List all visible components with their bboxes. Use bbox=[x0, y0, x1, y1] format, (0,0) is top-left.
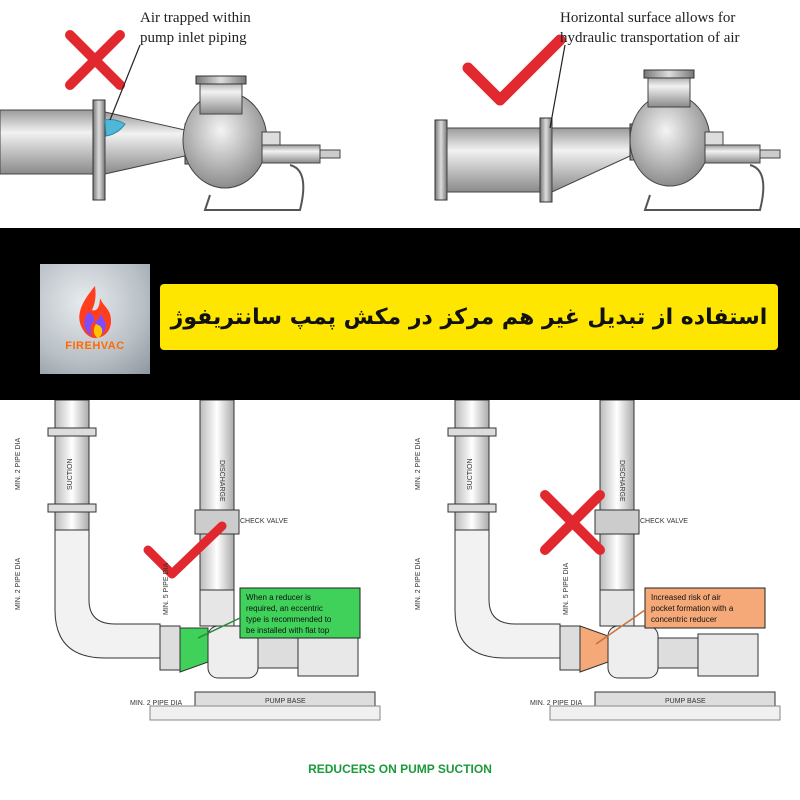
right-caption-line1: Horizontal surface allows for bbox=[560, 10, 735, 26]
pump-suction-drawings: SUCTION DISCHARGE CHECK VALVE MIN. 2 PIP… bbox=[15, 399, 781, 721]
check-valve-label: CHECK VALVE bbox=[240, 518, 288, 525]
suction-label: SUCTION bbox=[467, 459, 474, 491]
pump-inlet-illustration: Air trapped within pump inlet piping Hor… bbox=[0, 10, 781, 211]
min-2-pipe-dia-label: MIN. 2 PIPE DIA bbox=[15, 558, 22, 610]
title-box: استفاده از تبدیل غیر هم مرکز در مکش پمپ … bbox=[160, 284, 778, 350]
check-valve-label: CHECK VALVE bbox=[640, 518, 688, 525]
bottom-diagram-panel: SUCTION DISCHARGE CHECK VALVE MIN. 2 PIP… bbox=[0, 399, 800, 800]
flame-icon bbox=[79, 286, 112, 338]
min-5-pipe-dia-label: MIN. 5 PIPE DIA bbox=[563, 563, 570, 615]
svg-text:concentric reducer: concentric reducer bbox=[651, 615, 717, 624]
min-2-pipe-dia-label: MIN. 2 PIPE DIA bbox=[130, 700, 182, 707]
pump-base-label: PUMP BASE bbox=[265, 698, 306, 705]
right-eccentric-setup: Horizontal surface allows for hydraulic … bbox=[434, 10, 781, 211]
right-concentric-drawing: SUCTION DISCHARGE CHECK VALVE MIN. 2 PIP… bbox=[415, 399, 781, 721]
orange-note-box: Increased risk of air pocket formation w… bbox=[644, 587, 766, 629]
logo-text: FIREHVAC bbox=[65, 340, 125, 352]
check-mark-icon bbox=[462, 34, 566, 106]
svg-text:required, an eccentric: required, an eccentric bbox=[246, 604, 323, 613]
svg-text:be installed with flat top: be installed with flat top bbox=[246, 626, 330, 635]
discharge-label: DISCHARGE bbox=[618, 460, 625, 502]
banner-title: استفاده از تبدیل غیر هم مرکز در مکش پمپ … bbox=[170, 304, 768, 330]
suction-label: SUCTION bbox=[67, 459, 74, 491]
left-caption-line1: Air trapped within bbox=[140, 10, 251, 26]
top-diagram-panel: Air trapped within pump inlet piping Hor… bbox=[0, 0, 800, 228]
check-mark-icon bbox=[143, 521, 227, 579]
right-caption-line2: hydraulic transportation of air bbox=[560, 30, 740, 46]
pump-base-label: PUMP BASE bbox=[665, 698, 706, 705]
left-caption-line2: pump inlet piping bbox=[140, 30, 247, 46]
left-concentric-setup: Air trapped within pump inlet piping bbox=[0, 10, 341, 211]
svg-text:pocket formation with a: pocket formation with a bbox=[651, 604, 734, 613]
cross-mark-icon bbox=[540, 490, 605, 555]
left-eccentric-drawing: SUCTION DISCHARGE CHECK VALVE MIN. 2 PIP… bbox=[15, 399, 381, 721]
trapped-air-pocket bbox=[104, 119, 126, 137]
svg-text:When a reducer is: When a reducer is bbox=[246, 593, 311, 602]
concentric-reducer bbox=[579, 625, 609, 673]
min-2-pipe-dia-label: MIN. 2 PIPE DIA bbox=[15, 438, 22, 490]
min-5-pipe-dia-label: MIN. 5 PIPE DIA bbox=[163, 563, 170, 615]
bottom-caption: REDUCERS ON PUMP SUCTION bbox=[308, 762, 492, 776]
cross-mark-icon bbox=[65, 30, 125, 90]
discharge-label: DISCHARGE bbox=[218, 460, 225, 502]
firehvac-logo: FIREHVAC bbox=[40, 264, 150, 374]
svg-text:type is recommended to: type is recommended to bbox=[246, 615, 332, 624]
min-2-pipe-dia-label: MIN. 2 PIPE DIA bbox=[415, 558, 422, 610]
svg-text:Increased risk of air: Increased risk of air bbox=[651, 593, 721, 602]
min-2-pipe-dia-label: MIN. 2 PIPE DIA bbox=[415, 438, 422, 490]
green-note-box: When a reducer is required, an eccentric… bbox=[239, 587, 361, 639]
min-2-pipe-dia-label: MIN. 2 PIPE DIA bbox=[530, 700, 582, 707]
